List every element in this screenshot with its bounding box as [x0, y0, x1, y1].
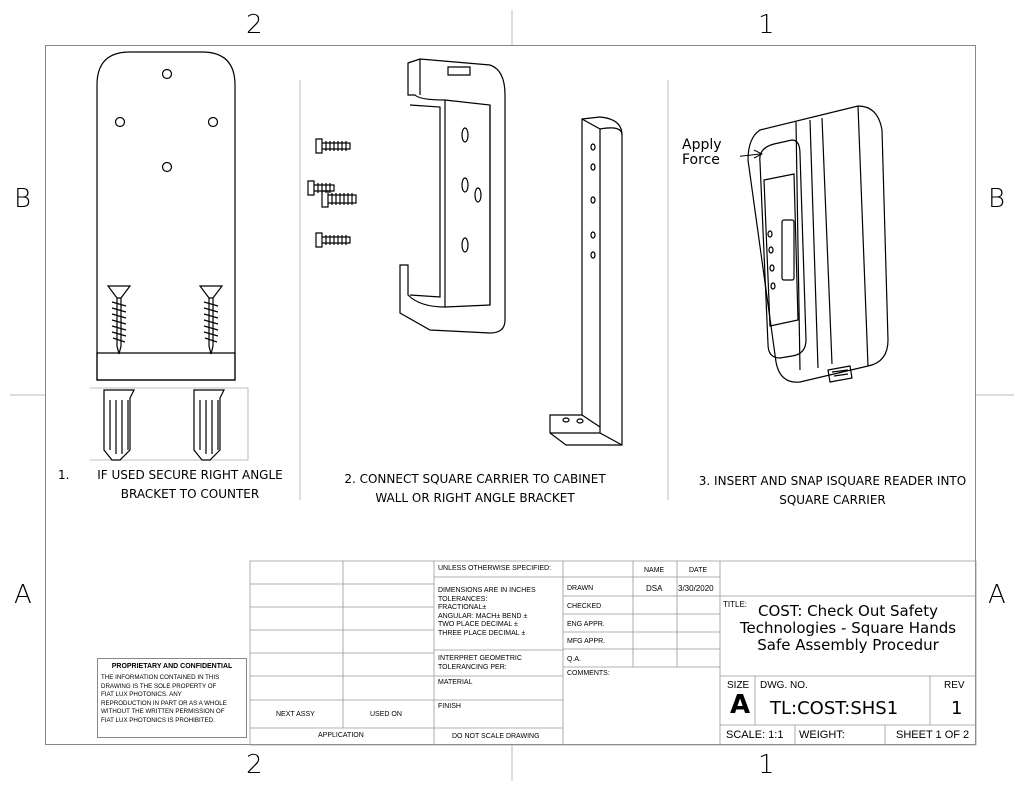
title-line-2: Technologies - Square Hands: [739, 619, 957, 637]
name-header: NAME: [644, 567, 665, 574]
proprietary-line: THE INFORMATION CONTAINED IN THIS: [101, 674, 220, 681]
step-1-number: 1.: [58, 468, 70, 482]
zone-label-right-b: B: [988, 184, 1006, 214]
step-2-line-2: WALL OR RIGHT ANGLE BRACKET: [375, 491, 575, 505]
step-1-line-2: BRACKET TO COUNTER: [120, 487, 260, 501]
proprietary-line: FIAT LUX PHOTONICS. ANY: [101, 691, 182, 699]
dims-line: DIMENSIONS ARE IN INCHES: [438, 587, 536, 594]
comments-label: COMMENTS:: [567, 670, 610, 677]
title-label: TITLE:: [723, 600, 748, 609]
bracket-plate-illustration: [90, 50, 255, 470]
next-assy-label: NEXT ASSY: [276, 711, 315, 718]
zone-label-right-a: A: [988, 580, 1006, 610]
tolerances-line: TOLERANCES:: [438, 595, 488, 603]
apply-force-line-2: Force: [682, 152, 720, 168]
step-3-caption: 3. INSERT AND SNAP ISQUARE READER INTO S…: [690, 472, 975, 510]
qa-label: Q.A.: [567, 656, 582, 663]
title-line-3: Safe Assembly Procedur: [757, 636, 939, 654]
rev-value: 1: [951, 698, 963, 719]
zone-label-bottom-2: 2: [246, 750, 263, 780]
eng-appr-label: ENG APPR.: [567, 621, 605, 628]
proprietary-line: WITHOUT THE WRITTEN PERMISSION OF: [101, 708, 225, 716]
zone-label-top-2: 2: [246, 10, 263, 40]
zone-label-left-b: B: [14, 184, 32, 214]
do-not-scale-label: DO NOT SCALE DRAWING: [452, 733, 540, 740]
finish-label: FINISH: [438, 703, 461, 710]
date-header: DATE: [689, 567, 708, 574]
drawing-title: COST: Check Out Safety Technologies - Sq…: [722, 603, 974, 654]
interpret-block: INTERPRET GEOMETRIC TOLERANCING PER:: [438, 655, 522, 672]
used-on-label: USED ON: [370, 711, 402, 718]
drawn-label: DRAWN: [567, 585, 594, 592]
apply-force-label: Apply Force: [682, 138, 722, 168]
angular-line: ANGULAR: MACH± BEND ±: [438, 612, 528, 620]
mfg-appr-label: MFG APPR.: [567, 638, 606, 645]
step-3-line-1: 3. INSERT AND SNAP ISQUARE READER INTO: [698, 474, 967, 488]
size-value: A: [730, 690, 751, 720]
apply-force-line-1: Apply: [682, 137, 722, 153]
unless-specified: UNLESS OTHERWISE SPECIFIED:: [438, 565, 552, 572]
drawn-name: DSA: [646, 584, 663, 593]
title-line-1: COST: Check Out Safety: [758, 602, 938, 620]
sheet-label: SHEET 1 OF 2: [896, 729, 970, 741]
proprietary-title: PROPRIETARY AND CONFIDENTIAL: [111, 663, 233, 670]
scale-label: SCALE: 1:1: [726, 729, 784, 741]
three-place-line: THREE PLACE DECIMAL ±: [438, 629, 526, 637]
size-label: SIZE: [727, 680, 750, 691]
proprietary-line: REPRODUCTION IN PART OR AS A WHOLE: [101, 699, 227, 707]
drawing-frame: [45, 45, 976, 745]
dwg-no-label: DWG. NO.: [760, 680, 808, 691]
checked-label: CHECKED: [567, 603, 602, 610]
application-label: APPLICATION: [318, 732, 364, 739]
carrier-illustration: [300, 55, 640, 455]
fractional-line: FRACTIONAL±: [438, 604, 487, 611]
proprietary-line: FIAT LUX PHOTONICS IS PROHIBITED.: [101, 716, 215, 724]
material-label: MATERIAL: [438, 679, 473, 686]
zone-label-top-1: 1: [758, 10, 775, 40]
dwg-no-value: TL:COST:SHS1: [770, 698, 899, 719]
drawn-date: 3/30/2020: [678, 584, 714, 593]
reader-illustration: [740, 100, 900, 390]
proprietary-box: PROPRIETARY AND CONFIDENTIAL THE INFORMA…: [97, 658, 247, 738]
step-1-caption: IF USED SECURE RIGHT ANGLE BRACKET TO CO…: [80, 466, 300, 504]
step-2-caption: 2. CONNECT SQUARE CARRIER TO CABINET WAL…: [330, 470, 620, 508]
zone-label-left-a: A: [14, 580, 32, 610]
step-3-line-2: SQUARE CARRIER: [779, 493, 886, 507]
interpret-line-2: TOLERANCING PER:: [438, 663, 507, 671]
tolerances-block: DIMENSIONS ARE IN INCHES TOLERANCES: FRA…: [438, 587, 536, 638]
interpret-line-1: INTERPRET GEOMETRIC: [438, 655, 522, 662]
weight-label: WEIGHT:: [799, 729, 845, 741]
rev-label: REV: [944, 680, 965, 691]
proprietary-line: DRAWING IS THE SOLE PROPERTY OF: [101, 682, 217, 690]
step-2-line-1: 2. CONNECT SQUARE CARRIER TO CABINET: [344, 472, 606, 486]
step-1-line-1: IF USED SECURE RIGHT ANGLE: [97, 468, 283, 482]
two-place-line: TWO PLACE DECIMAL ±: [438, 621, 518, 628]
proprietary-text: THE INFORMATION CONTAINED IN THIS DRAWIN…: [101, 674, 246, 726]
zone-label-bottom-1: 1: [758, 750, 775, 780]
